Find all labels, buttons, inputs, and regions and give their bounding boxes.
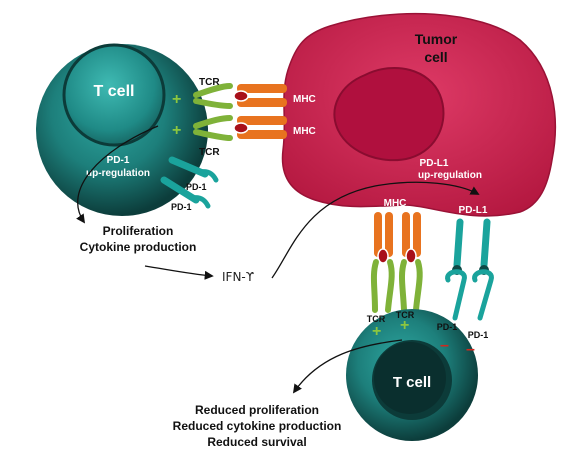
tcr-label-bottom-2: TCR [396,310,415,320]
ifn-gamma-label: IFN-ϒ [222,270,254,284]
pdl1-ligand [480,218,491,269]
minus-sign-1: – [440,337,449,354]
pdl1-upregulation-line1: PD-L1 [420,158,449,169]
tumor-label-line2: cell [424,49,447,65]
tcr-receptor [398,259,407,313]
tcr-label-top-1: TCR [199,77,220,88]
antigen-peptide [233,122,249,134]
pd1-label-top-2: PD-1 [171,202,192,212]
mhc-molecule [237,84,287,93]
antigen-peptide [233,90,249,102]
plus-sign-top-2: + [172,122,181,139]
pd1-upregulation-line2: up-regulation [86,168,150,179]
tcr-receptor [193,115,233,129]
inhibition-arrow [292,339,403,394]
t-cell-bottom: T cell + + – – [346,309,478,441]
tcr-mhc-top-pair-2 [193,115,287,141]
mhc-molecule [237,116,287,125]
antigen-peptide [405,248,417,264]
mhc-molecule [413,212,421,257]
pdl1-pd1-bottom-pair-2 [472,218,494,321]
pd1-receptor-top-2 [160,176,211,209]
plus-sign-bottom-1: + [372,323,381,340]
plus-sign-top-1: + [172,91,181,108]
t-cell-top-label: T cell [94,83,135,100]
activation-arrow [76,125,159,224]
pd1-label-top-1: PD-1 [186,182,207,192]
tcr-mhc-top-pair-1 [193,83,287,109]
t-cell-bottom-label: T cell [393,374,431,391]
mhc-label-bottom: MHC [384,198,407,209]
mhc-label-top-1: MHC [293,94,316,105]
pd1-label-bottom-1: PD-1 [437,322,458,332]
pd1-label-bottom-2: PD-1 [468,330,489,340]
pd1-receptor [445,269,467,321]
tcr-receptor [370,259,379,313]
cytokine-production-label: Cytokine production [80,240,197,254]
tcr-receptor [193,129,233,141]
pd1-receptor [472,269,494,321]
proliferation-label: Proliferation [103,224,174,238]
ifn-arrow [144,265,214,280]
tumor-cell: Tumor cell PD-L1 up-regulation [281,12,557,217]
pd1-receptor-top-1 [168,156,219,183]
reduced-proliferation-label: Reduced proliferation [195,403,319,417]
ifn-to-tumor-arrow [271,181,480,279]
tcr-receptor [193,98,233,109]
mhc-label-top-2: MHC [293,126,316,137]
pdl1-pd1-bottom-pair-1 [445,218,467,321]
tumor-label-line1: Tumor [415,31,458,47]
mhc-tcr-bottom-pair-1 [370,212,395,313]
pdl1-upregulation-line2: up-regulation [418,170,482,181]
mhc-molecule [385,212,393,257]
plus-sign-bottom-2: + [400,317,409,334]
pdl1-label: PD-L1 [459,205,488,216]
mhc-molecule [402,212,410,257]
t-cell-bottom-nucleus-core [374,342,446,414]
tcr-receptor [413,259,423,313]
reduced-cytokine-label: Reduced cytokine production [173,419,342,433]
tumor-nucleus [333,66,445,162]
mhc-molecule [237,130,287,139]
mhc-tcr-bottom-pair-2 [398,212,423,313]
t-cell-top: T cell PD-1 up-regulation + + [36,43,208,216]
tcr-receptor [385,259,395,313]
tcr-label-top-2: TCR [199,147,220,158]
pd1-upregulation-line1: PD-1 [107,155,130,166]
tcr-label-bottom-1: TCR [367,314,386,324]
mhc-molecule [374,212,382,257]
antigen-peptide [377,248,389,264]
tcr-receptor [193,83,233,98]
t-cell-top-nucleus [62,43,166,147]
pdl1-ligand [453,218,464,269]
minus-sign-2: – [466,341,475,358]
mhc-molecule [237,98,287,107]
reduced-survival-label: Reduced survival [207,435,306,449]
